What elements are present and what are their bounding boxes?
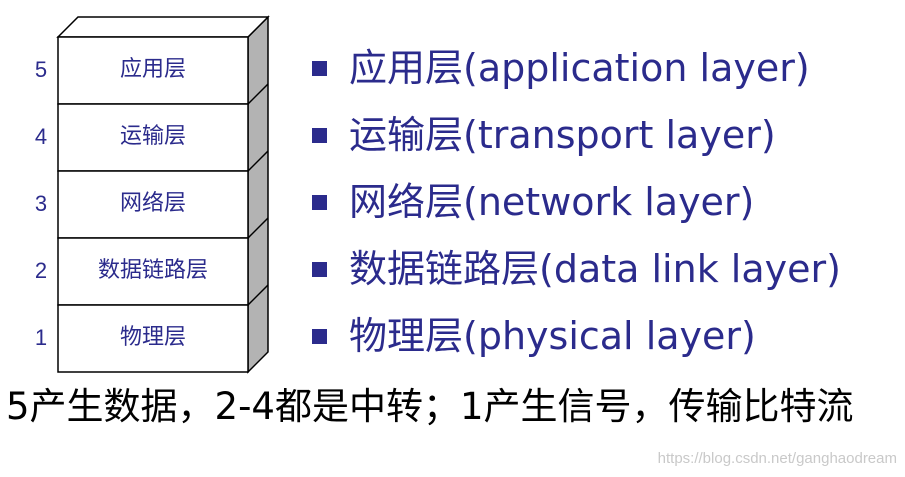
layer-label-transport: 运输层 [119,124,186,149]
watermark-text: https://blog.csdn.net/ganghaodream [657,450,897,467]
square-bullet-icon [312,127,327,143]
layer-label-network: 网络层 [119,191,186,216]
layer-number-4: 4 [34,124,48,149]
bullet-item-application: 应用层(application layer) [312,46,810,90]
square-bullet-icon [312,328,327,344]
layer-number-2: 2 [34,258,48,283]
bullet-item-physical: 物理层(physical layer) [312,314,756,358]
layer-number-5: 5 [34,57,48,82]
layer-box-1 [57,304,249,373]
stack-top-face [56,16,270,38]
square-bullet-icon [312,60,327,76]
bullet-item-network: 网络层(network layer) [312,180,754,224]
square-bullet-icon [312,261,327,277]
square-bullet-icon [312,194,327,210]
protocol-stack-diagram [56,15,270,374]
stack-side-face [247,15,269,374]
bullet-item-transport: 运输层(transport layer) [312,113,776,157]
layer-label-data-link: 数据链路层 [97,258,208,283]
layer-box-2 [57,237,249,306]
layer-box-4 [57,103,249,172]
stack-side-separators [247,83,269,306]
bullet-item-data-link: 数据链路层(data link layer) [312,247,841,291]
layer-number-3: 3 [34,191,48,216]
bullet-text: 网络层(network layer) [349,180,755,224]
bullet-text: 物理层(physical layer) [349,314,756,358]
bullet-text: 运输层(transport layer) [349,113,776,157]
layer-box-3 [57,170,249,239]
layer-label-application: 应用层 [119,57,186,82]
layer-number-1: 1 [34,325,48,350]
bullet-text: 数据链路层(data link layer) [349,247,841,291]
caption-text: 5产生数据，2-4都是中转；1产生信号，传输比特流 [6,385,854,428]
layer-label-physical: 物理层 [119,325,186,350]
bullet-text: 应用层(application layer) [349,46,810,90]
